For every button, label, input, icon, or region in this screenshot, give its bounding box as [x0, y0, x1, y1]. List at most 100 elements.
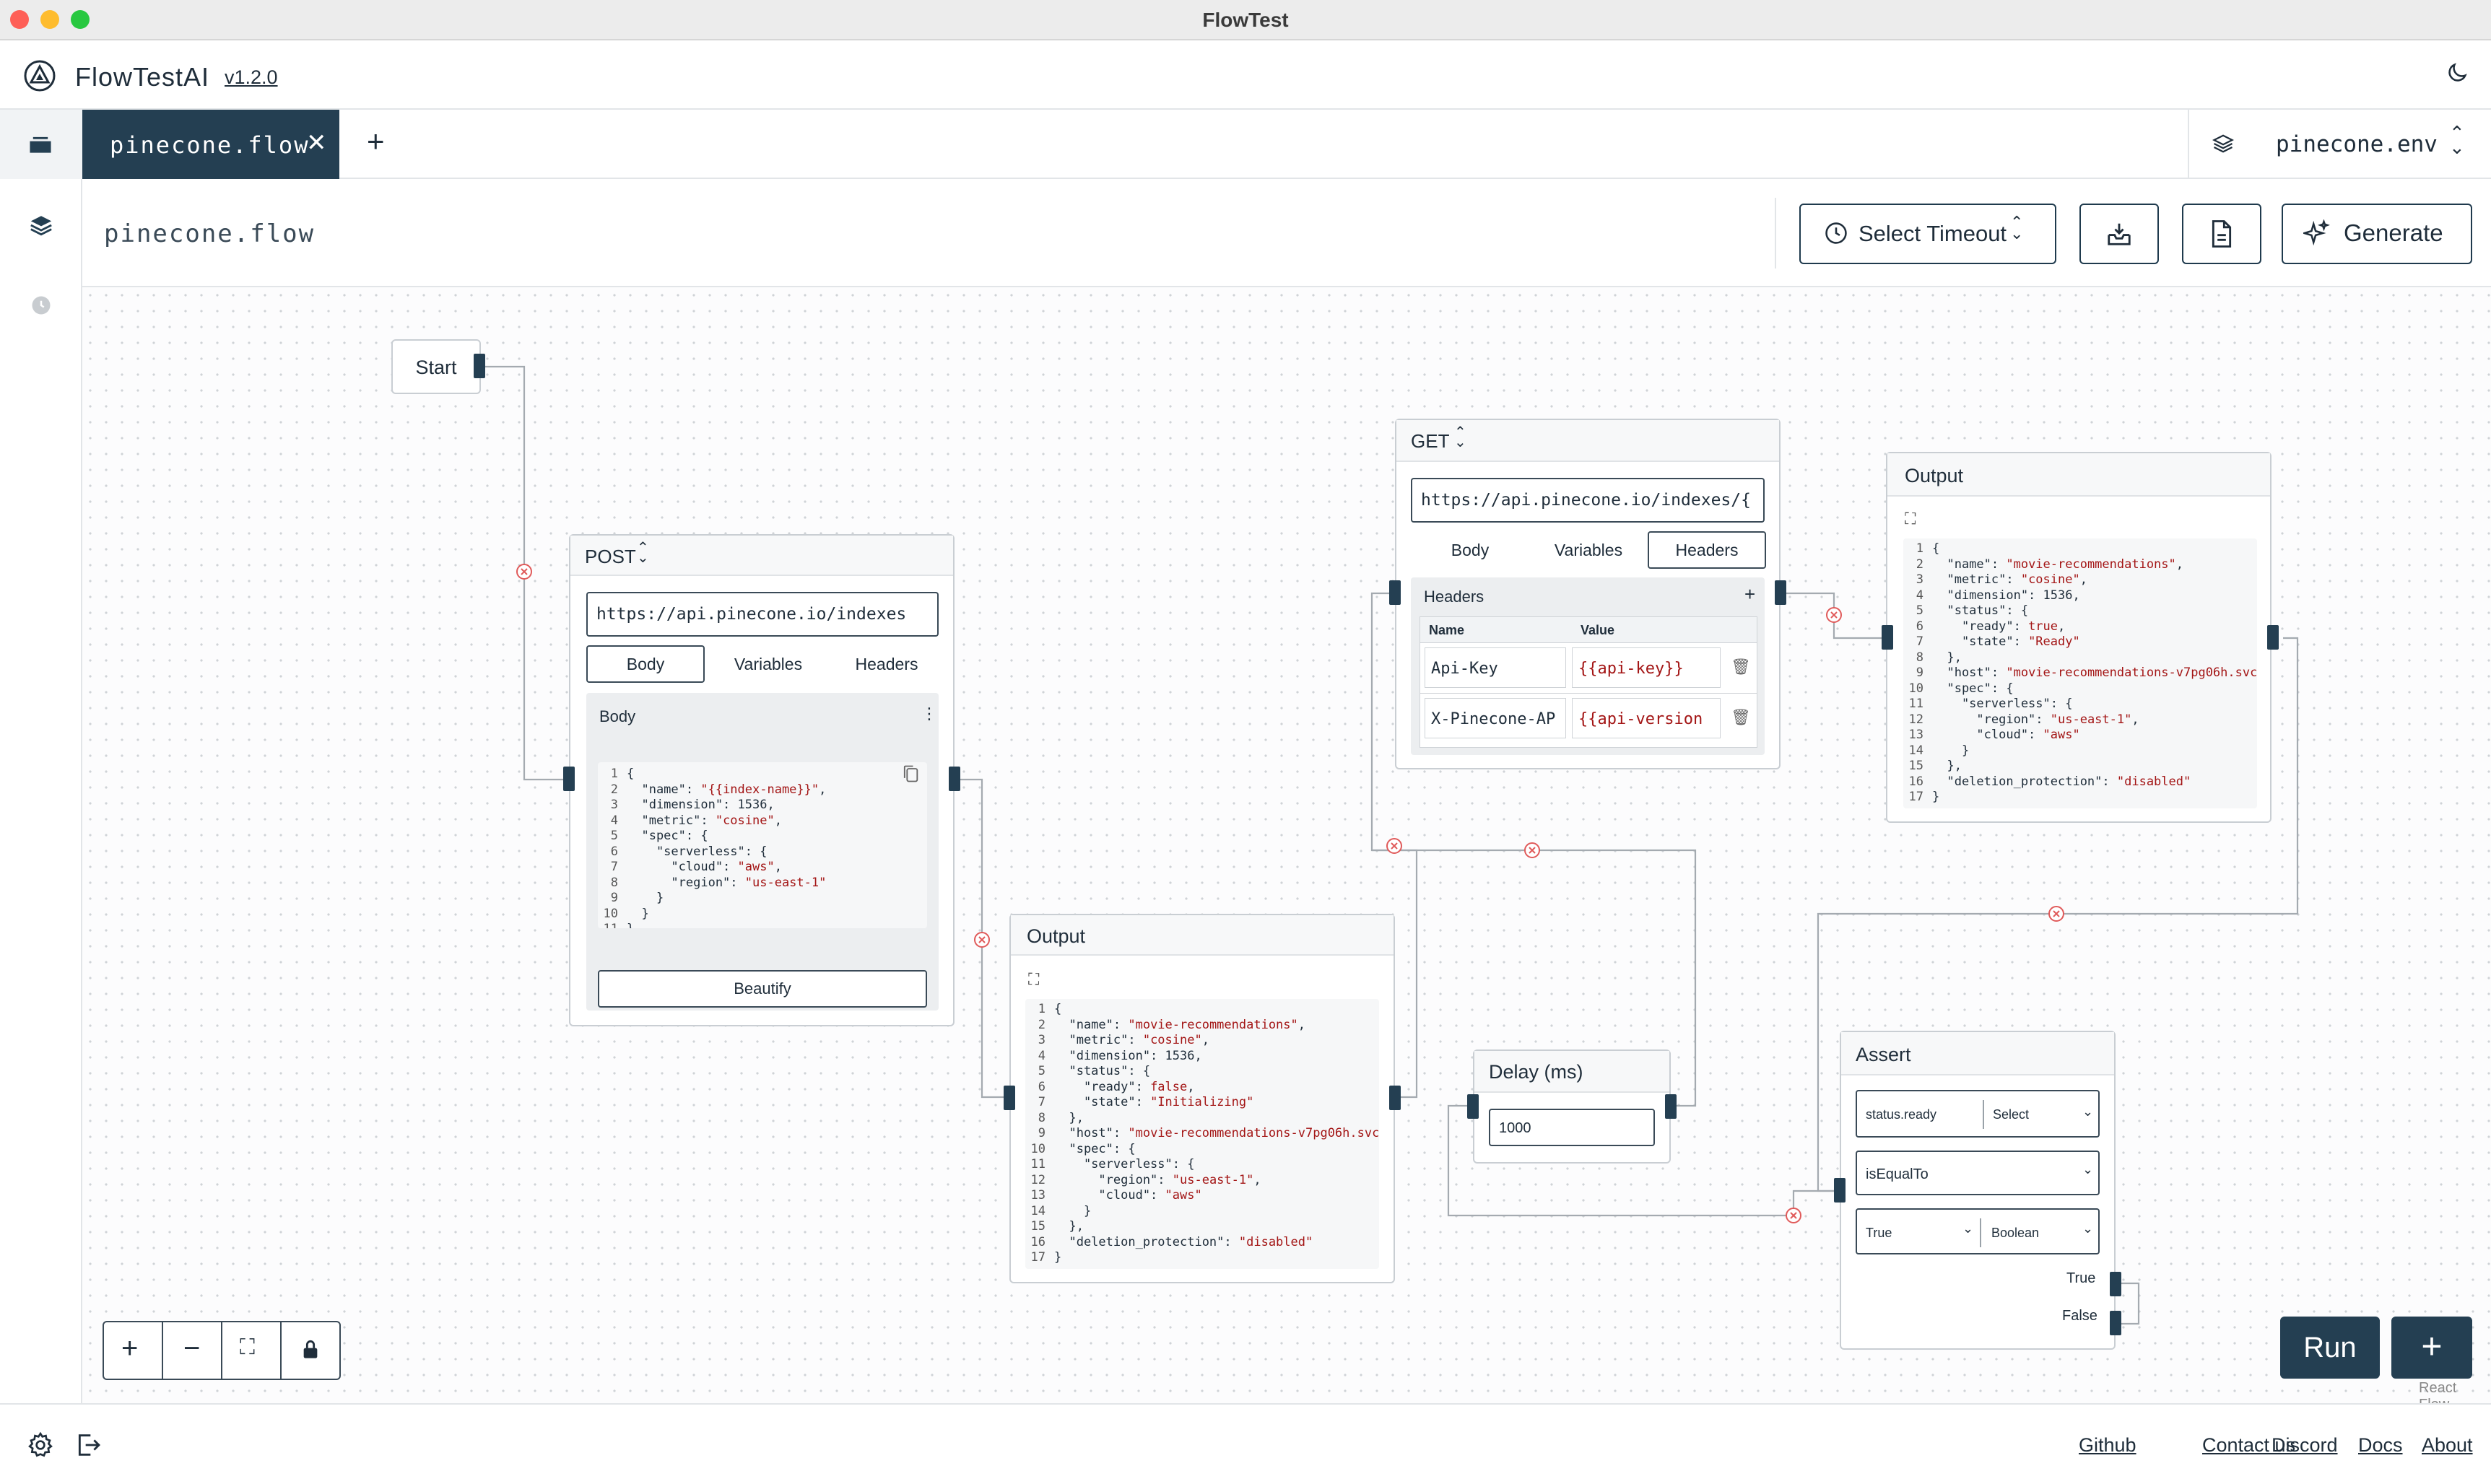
trash-icon[interactable]: 🗑: [1731, 658, 1751, 676]
generate-button[interactable]: [2282, 204, 2472, 264]
select-timeout-button[interactable]: [1799, 204, 2056, 264]
lock-icon: [303, 1340, 318, 1358]
close-tab-icon[interactable]: ✕: [306, 129, 327, 157]
footer-link-contact-us[interactable]: Contact us: [2202, 1434, 2296, 1456]
expand-icon[interactable]: ⛶: [1028, 970, 1040, 988]
maximize-window-button[interactable]: [71, 10, 90, 29]
tab-headers[interactable]: Headers: [1648, 531, 1766, 569]
flowtest-logo-icon: [24, 60, 56, 92]
url-input[interactable]: https://api.pinecone.io/indexes/{: [1411, 478, 1765, 523]
post-request-node[interactable]: POST ⌃⌄ https://api.pinecone.io/indexes …: [569, 534, 955, 1026]
brand-version[interactable]: v1.2.0: [225, 66, 278, 88]
code-line: 16 "deletion_protection": "disabled": [1908, 774, 2191, 789]
environment-selector[interactable]: [2188, 110, 2491, 179]
post-node-header: POST ⌃⌄: [570, 536, 953, 576]
footer-link-discord[interactable]: Discord: [2272, 1434, 2338, 1456]
assert-target-handle[interactable]: [1834, 1178, 1846, 1203]
code-line: 17}: [1908, 790, 1940, 804]
get-target-handle[interactable]: [1389, 580, 1401, 605]
tab-body[interactable]: Body: [1451, 541, 1490, 559]
code-line: 2 "name": "{{index-name}}",: [610, 782, 827, 797]
body-code-editor[interactable]: 1{2 "name": "{{index-name}}",3 "dimensio…: [598, 762, 927, 928]
post-target-handle[interactable]: [563, 767, 575, 791]
minimize-window-button[interactable]: [40, 10, 59, 29]
output2-target-handle[interactable]: [1882, 625, 1893, 650]
variable-select[interactable]: Select: [1993, 1107, 2030, 1122]
document-button[interactable]: [2182, 204, 2261, 264]
dark-mode-icon[interactable]: [2445, 61, 2469, 85]
tab-body[interactable]: Body: [586, 645, 705, 683]
code-line: 2 "name": "movie-recommendations",: [1916, 556, 2184, 572]
assert-type-select[interactable]: Boolean: [1991, 1226, 2040, 1240]
code-line: 6 "serverless": {: [610, 844, 768, 859]
output1-target-handle[interactable]: [1004, 1086, 1015, 1110]
zoom-in-button[interactable]: +: [104, 1322, 163, 1379]
history-icon[interactable]: [30, 294, 52, 316]
assert-false-handle[interactable]: [2110, 1311, 2121, 1335]
assert-node[interactable]: Assert status.ready Select ⌄ isEqualTo ⌄…: [1840, 1031, 2116, 1350]
assert-true-handle[interactable]: [2110, 1272, 2121, 1296]
delay-input[interactable]: 1000: [1489, 1109, 1655, 1146]
header-value-cell[interactable]: {{api-key}}: [1572, 647, 1721, 688]
beautify-button[interactable]: Beautify: [598, 970, 927, 1008]
add-header-icon[interactable]: +: [1744, 583, 1756, 605]
url-input[interactable]: https://api.pinecone.io/indexes: [586, 592, 939, 637]
start-source-handle[interactable]: [474, 354, 485, 378]
output-node-header: Output: [1887, 453, 2270, 497]
footer-link-github[interactable]: Github: [2079, 1434, 2136, 1456]
expand-icon[interactable]: ⛶: [1905, 510, 1916, 528]
header-name-cell[interactable]: Api-Key: [1425, 647, 1566, 688]
start-node[interactable]: Start: [391, 339, 481, 394]
fit-view-button[interactable]: ⛶: [222, 1322, 282, 1379]
lock-button[interactable]: [282, 1322, 341, 1379]
delay-target-handle[interactable]: [1467, 1094, 1479, 1119]
copy-icon[interactable]: [901, 764, 920, 784]
delay-node[interactable]: Delay (ms) 1000: [1473, 1049, 1671, 1164]
logout-icon[interactable]: [74, 1431, 103, 1459]
close-window-button[interactable]: [10, 10, 29, 29]
trash-icon[interactable]: 🗑: [1731, 708, 1751, 726]
tab-headers[interactable]: Headers: [855, 655, 918, 673]
run-button[interactable]: Run: [2280, 1317, 2380, 1379]
settings-gear-icon[interactable]: [26, 1431, 55, 1459]
tab-variables[interactable]: Variables: [1554, 541, 1623, 559]
output-code-viewer[interactable]: 1{2 "name": "movie-recommendations",3 "m…: [1025, 999, 1379, 1269]
http-method[interactable]: POST: [585, 546, 636, 567]
code-line: 2 "name": "movie-recommendations",: [1038, 1017, 1306, 1032]
http-method[interactable]: GET: [1411, 430, 1450, 452]
footer-link-about[interactable]: About: [2422, 1434, 2473, 1456]
tab-variables[interactable]: Variables: [734, 655, 803, 673]
field-divider: [1983, 1100, 1984, 1129]
footer-link-docs[interactable]: Docs: [2358, 1434, 2403, 1456]
post-source-handle[interactable]: [949, 767, 960, 791]
assert-value-select[interactable]: True: [1866, 1226, 1892, 1240]
code-line: 9 "host": "movie-recommendations-v7pg06h…: [1916, 665, 2257, 680]
assert-value-field[interactable]: True ⌄ Boolean ⌄: [1856, 1208, 2100, 1254]
header-value-cell[interactable]: {{api-version: [1572, 698, 1721, 738]
add-tab-icon[interactable]: +: [367, 124, 385, 158]
header-name-cell[interactable]: X-Pinecone-AP: [1425, 698, 1566, 738]
code-line: 11 "serverless": {: [1908, 697, 2073, 711]
header-value-text: {{api-key}}: [1578, 660, 1684, 678]
header-name-text: X-Pinecone-AP: [1431, 710, 1556, 728]
headers-panel: Headers + Name Value Api-Key {{api-key}}…: [1411, 577, 1765, 755]
add-node-button[interactable]: +: [2391, 1317, 2472, 1379]
output-code-viewer[interactable]: 1{2 "name": "movie-recommendations",3 "m…: [1903, 538, 2257, 808]
output-node[interactable]: Output ⛶ 1{2 "name": "movie-recommendati…: [1886, 452, 2272, 823]
code-line: 14 }: [1030, 1203, 1092, 1218]
select-timeout-label: Select Timeout: [1859, 221, 2007, 246]
tab-pinecone-flow[interactable]: [82, 110, 339, 179]
delay-source-handle[interactable]: [1665, 1094, 1677, 1119]
code-line: 16 "deletion_protection": "disabled": [1030, 1234, 1313, 1249]
assert-operator-select[interactable]: isEqualTo ⌄: [1856, 1151, 2100, 1195]
layers-icon[interactable]: [29, 213, 53, 237]
output1-source-handle[interactable]: [1389, 1086, 1401, 1110]
get-request-node[interactable]: GET ⌃⌄ https://api.pinecone.io/indexes/{…: [1395, 419, 1781, 769]
more-options-icon[interactable]: ⋮: [921, 704, 937, 723]
assert-variable-field[interactable]: status.ready Select ⌄: [1856, 1090, 2100, 1138]
zoom-out-button[interactable]: −: [163, 1322, 222, 1379]
output-node[interactable]: Output ⛶ 1{2 "name": "movie-recommendati…: [1009, 914, 1395, 1283]
get-source-handle[interactable]: [1775, 580, 1786, 605]
chevron-updown-icon: ⌃⌄: [1454, 424, 1466, 450]
output2-source-handle[interactable]: [2267, 625, 2279, 650]
